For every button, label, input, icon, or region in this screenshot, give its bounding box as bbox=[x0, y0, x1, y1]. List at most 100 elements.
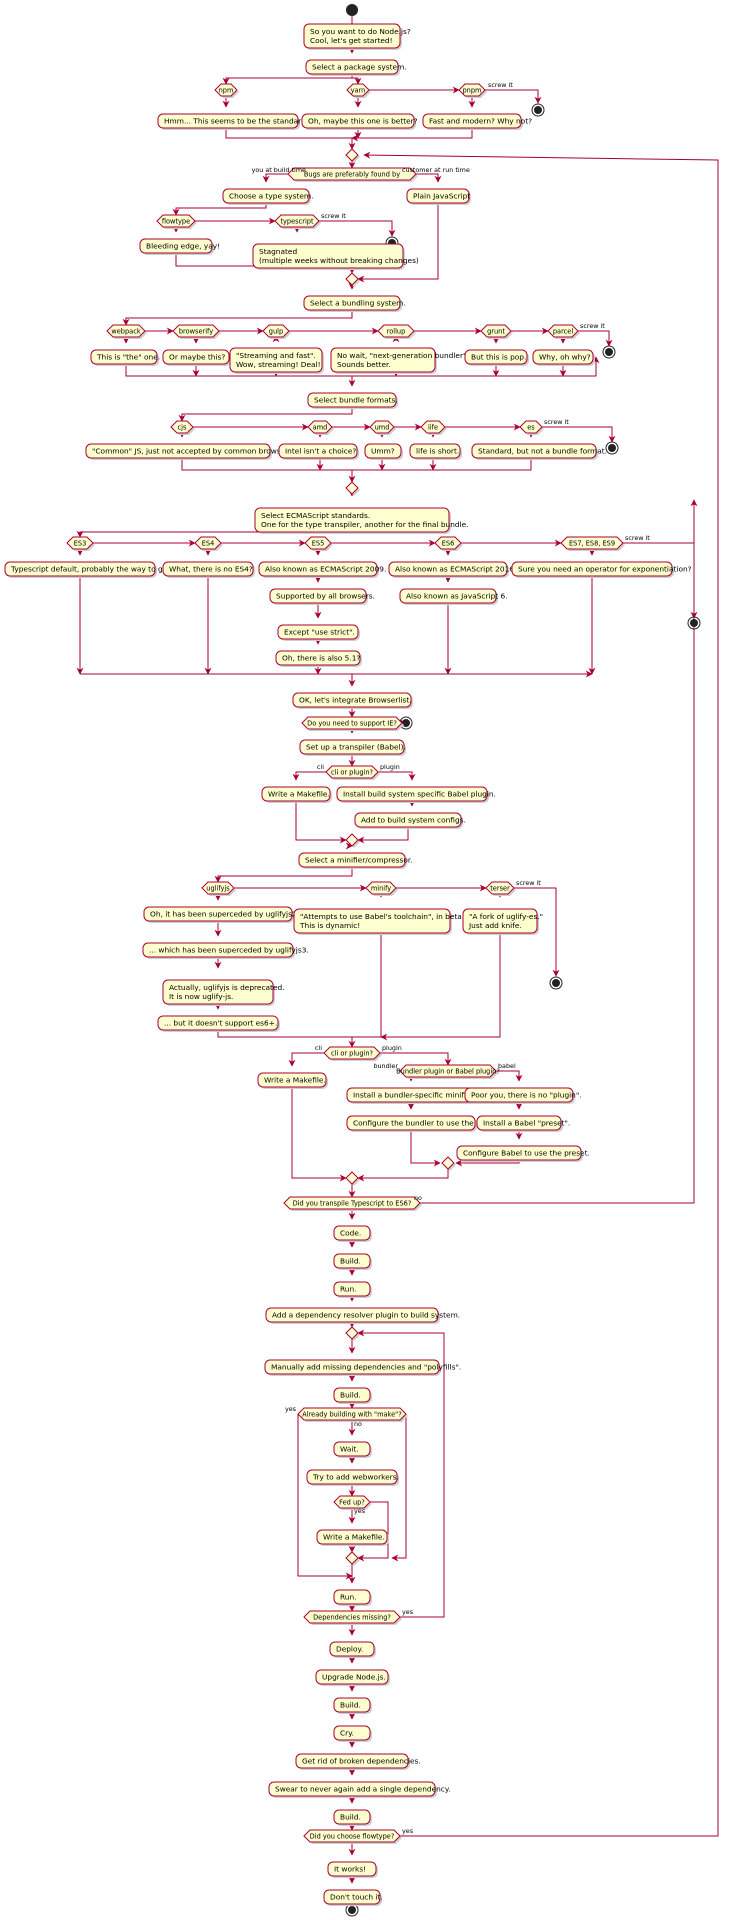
activity-box bbox=[162, 349, 230, 365]
activity-a48: Configure the bundler to use the plugin. bbox=[346, 1115, 501, 1132]
decision-text: parcel bbox=[553, 327, 573, 335]
activity-box bbox=[252, 243, 404, 269]
activity-box bbox=[406, 188, 470, 204]
stop-node bbox=[605, 441, 619, 455]
edge bbox=[352, 77, 362, 85]
merge-shape bbox=[345, 148, 359, 162]
decision-text: typescript bbox=[280, 217, 314, 225]
activity-a49: Install a Babel "preset". bbox=[476, 1115, 570, 1132]
edge bbox=[410, 1123, 441, 1167]
activity-text: Cool, let's get started! bbox=[310, 36, 393, 45]
decision-d11: grunt bbox=[480, 324, 513, 339]
edge-label: babel bbox=[498, 1062, 516, 1070]
activity-text: Actually, uglifyjs is deprecated. bbox=[169, 983, 285, 992]
activity-text: life is short. bbox=[416, 447, 459, 456]
activity-a43: Actually, uglifyjs is deprecated.It is n… bbox=[162, 979, 285, 1006]
decision-text: pnpm bbox=[463, 86, 482, 94]
activity-box bbox=[299, 739, 405, 755]
activity-box bbox=[303, 295, 401, 311]
activity-a16: Why, oh why? bbox=[532, 349, 595, 366]
edge-label: yes bbox=[354, 1507, 366, 1515]
nodes: So you want to do Node.js?Cool, let's ge… bbox=[4, 4, 701, 1917]
activity-a6: Choose a type system. bbox=[222, 188, 313, 205]
activity-a9: Stagnated(multiple weeks without breakin… bbox=[252, 243, 419, 270]
activity-box bbox=[265, 1307, 439, 1323]
activity-text: What, there is no ES4? bbox=[169, 565, 253, 574]
activity-box bbox=[142, 942, 294, 958]
activity-box bbox=[306, 1469, 398, 1485]
activity-text: Install build system specific Babel plug… bbox=[343, 790, 496, 799]
activity-a51: Code. bbox=[333, 1225, 372, 1242]
decision-shape bbox=[346, 83, 370, 97]
edge bbox=[319, 220, 396, 237]
activity-a61: Deploy. bbox=[329, 1641, 376, 1658]
decision-text: cli or plugin? bbox=[331, 1049, 374, 1057]
activity-box bbox=[336, 786, 488, 802]
edge bbox=[514, 887, 560, 977]
activity-a56: Build. bbox=[333, 1387, 372, 1404]
activity-text: Select a minifier/compressor. bbox=[305, 856, 413, 865]
activity-box bbox=[4, 561, 156, 577]
activity-text: Plain JavaScript bbox=[413, 192, 470, 201]
stop-node bbox=[602, 345, 616, 359]
decision-shape bbox=[458, 83, 486, 97]
activity-a65: Get rid of broken dependencies. bbox=[295, 1753, 421, 1770]
activity-box bbox=[462, 908, 538, 934]
activity-a33: OK, let's integrate Browserlist. bbox=[292, 692, 413, 709]
activity-box bbox=[222, 188, 310, 204]
decision-shape bbox=[365, 881, 397, 895]
decision-text: browserify bbox=[179, 327, 213, 335]
activity-a66: Swear to never again add a single depend… bbox=[268, 1781, 451, 1798]
decision-d25: uglifyjs bbox=[201, 881, 236, 896]
activity-text: Standard, but not a bundle format. bbox=[478, 447, 607, 456]
activity-text: It works! bbox=[334, 1865, 366, 1874]
activity-box bbox=[298, 852, 406, 868]
merge-node bbox=[345, 1326, 360, 1341]
activity-box bbox=[295, 1753, 409, 1769]
decision-text: Bugs are preferably found by bbox=[304, 170, 400, 178]
activity-box bbox=[422, 113, 522, 129]
decision-d2: yarn bbox=[346, 83, 371, 98]
activity-a28: Sure you need an operator for exponentia… bbox=[511, 561, 692, 578]
activity-text: Set up a transpiler (Babel). bbox=[306, 743, 406, 752]
activity-text: Build. bbox=[340, 1701, 361, 1710]
activity-text: Write a Makefile. bbox=[264, 1076, 326, 1085]
activity-text: Deploy. bbox=[336, 1645, 363, 1654]
stop-node-core bbox=[534, 106, 542, 114]
decision-shape bbox=[333, 1495, 371, 1509]
edge bbox=[542, 426, 616, 443]
edge bbox=[363, 151, 719, 1837]
decision-text: iife bbox=[428, 423, 438, 431]
edge-label: cli bbox=[315, 1044, 322, 1052]
activity-box bbox=[264, 1359, 440, 1375]
activity-text: This is "the" one. bbox=[96, 353, 160, 362]
stop-node bbox=[687, 616, 701, 630]
activity-box bbox=[301, 113, 415, 129]
activity-box bbox=[476, 1115, 562, 1131]
activity-a12: Or maybe this? bbox=[162, 349, 231, 366]
merge-shape bbox=[345, 1171, 359, 1185]
edge-label: plugin bbox=[382, 1044, 402, 1052]
decision-shape bbox=[304, 536, 332, 550]
decision-shape bbox=[369, 420, 395, 434]
decision-d1: npm bbox=[214, 83, 239, 98]
activity-a39: Oh, it has been superceded by uglifyjs2. bbox=[143, 906, 299, 923]
decision-text: terser bbox=[490, 884, 510, 892]
activity-a17: Select bundle formats. bbox=[307, 392, 398, 409]
activity-text: Poor you, there is no "plugin". bbox=[471, 1091, 582, 1100]
activity-a37: Add to build system configs. bbox=[354, 812, 466, 829]
activity-a68: It works! bbox=[327, 1861, 378, 1878]
activity-box bbox=[293, 908, 451, 934]
decision-shape bbox=[262, 324, 290, 338]
activity-text: Supported by all browsers. bbox=[276, 592, 375, 601]
activity-text: Hmm... This seems to be the standard. bbox=[164, 117, 308, 126]
activity-box bbox=[275, 650, 361, 666]
activity-text: Install a Babel "preset". bbox=[483, 1119, 570, 1128]
activity-a57: Wait. bbox=[333, 1441, 372, 1458]
decision-text: cjs bbox=[178, 423, 187, 431]
edge-label: screw it bbox=[625, 534, 650, 542]
activity-box bbox=[269, 588, 367, 604]
merge-shape bbox=[345, 833, 359, 847]
activity-a29: Supported by all browsers. bbox=[269, 588, 375, 605]
activity-text: Oh, there is also 5.1? bbox=[282, 654, 360, 663]
